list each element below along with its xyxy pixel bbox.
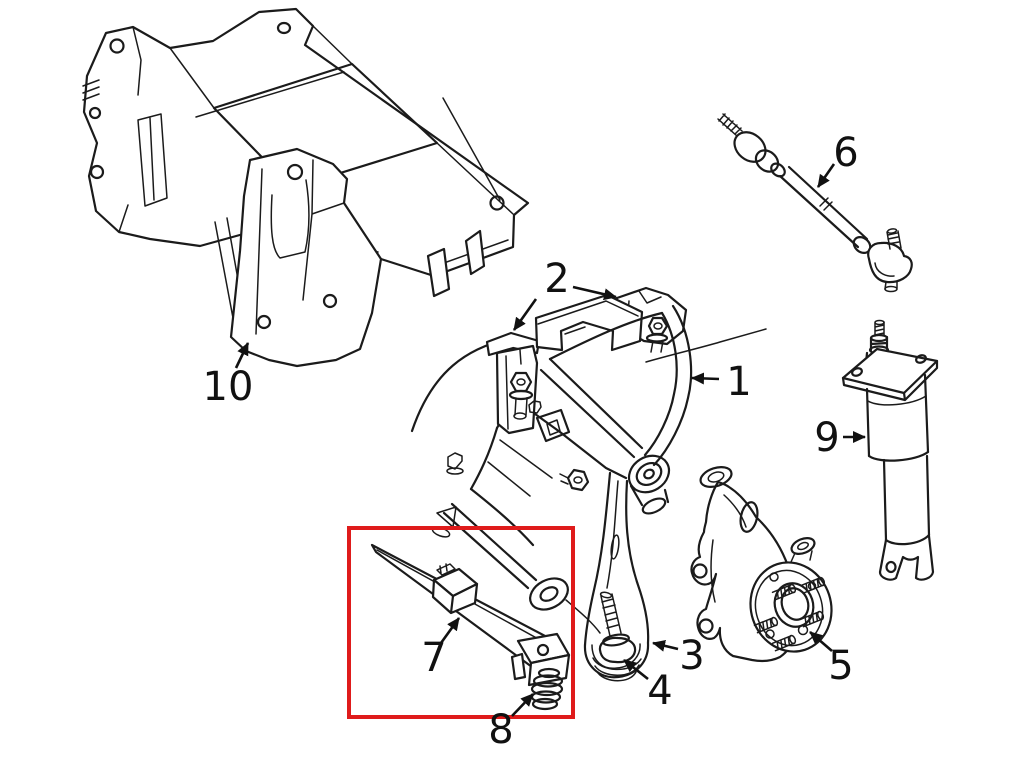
callout-labels: 1 2 3 4 5 6 7 8 9 10	[203, 130, 859, 753]
steering-knuckle-part5	[690, 466, 833, 663]
arrow-8	[511, 693, 534, 717]
arrow-1	[691, 372, 720, 385]
arrow-3	[652, 639, 679, 652]
lower-control-arm-part3	[583, 471, 650, 679]
shock-absorber-part9	[841, 319, 939, 581]
leaf-spring-part7	[370, 543, 571, 687]
callout-label-1: 1	[726, 359, 751, 405]
arrow-5	[809, 631, 833, 652]
callout-label-9: 9	[814, 415, 839, 461]
highlight-box	[347, 526, 575, 719]
arrow-4	[623, 658, 649, 681]
arrow-2b	[512, 298, 538, 331]
arrow-10	[234, 342, 250, 369]
mount-bracket-left-part2	[485, 331, 542, 435]
callout-label-7: 7	[421, 635, 446, 681]
subframe-bracket-part10	[82, 7, 530, 368]
clamp-plate	[534, 293, 644, 352]
callout-label-5: 5	[828, 643, 853, 689]
callout-label-8: 8	[488, 707, 513, 753]
callout-arrows	[234, 163, 866, 717]
callout-label-2: 2	[544, 256, 569, 302]
callout-label-3: 3	[679, 633, 704, 679]
arrow-2a	[572, 285, 617, 301]
arrow-7	[439, 617, 461, 644]
callout-label-4: 4	[647, 668, 672, 714]
callout-label-10: 10	[203, 364, 254, 410]
callout-label-6: 6	[833, 130, 858, 176]
arrow-6	[816, 163, 836, 188]
tie-rod-part6	[717, 113, 913, 293]
upper-control-arm-part1	[539, 304, 693, 515]
